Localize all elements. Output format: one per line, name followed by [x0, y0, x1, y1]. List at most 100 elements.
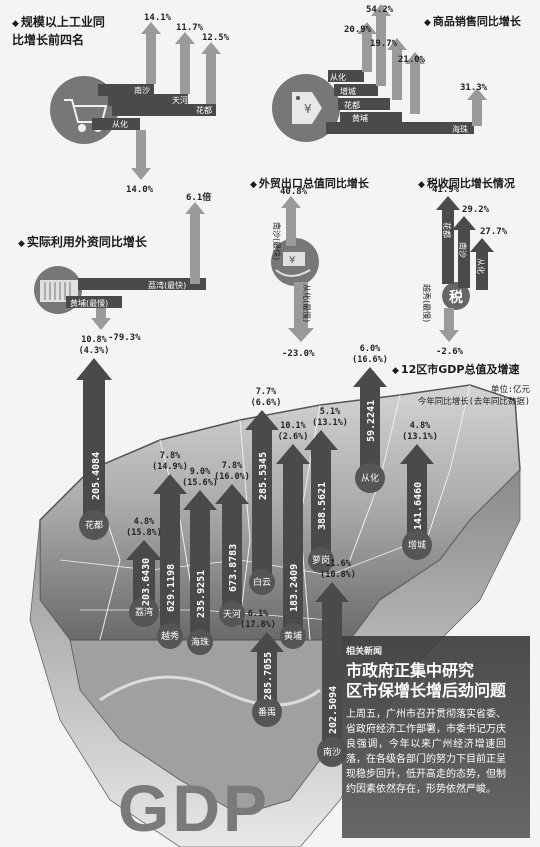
investment-district-2: 黄埔(最慢)	[70, 298, 108, 308]
gdp-value-luogang: 388.5621	[317, 482, 328, 530]
gdp-value-huangpu: 183.2409	[289, 564, 300, 612]
tax-value-4: -2.6%	[436, 347, 464, 357]
industrial-district-4: 从化	[112, 119, 128, 129]
gdp-unit-line1: 单位:亿元	[490, 385, 530, 395]
related-news: 相关新闻 市政府正集中研究 区市保增长增后劲问题 上周五，广州市召开贯彻落实省委…	[346, 644, 506, 797]
gdp-units: 单位:亿元 今年同比增长(去年同比数据)	[398, 384, 530, 408]
tax-icon: 税	[449, 289, 463, 306]
gdp-name-nansha: 南沙	[323, 746, 341, 758]
gdp-value-huadu: 205.4084	[91, 452, 102, 500]
gdp-prev-zengcheng: (13.1%)	[402, 432, 438, 442]
news-headline: 市政府正集中研究 区市保增长增后劲问题	[346, 661, 506, 701]
gdp-value-nansha: 202.5094	[328, 686, 339, 734]
gdp-value-conghua: 59.2241	[366, 400, 377, 442]
svg-text:¥: ¥	[304, 102, 312, 116]
gdp-value-baiyun: 285.5345	[258, 452, 269, 500]
investment-title: ◆实际利用外资同比增长	[18, 235, 147, 249]
gdp-name-zengcheng: 增城	[408, 539, 426, 551]
gdp-name-conghua: 从化	[361, 472, 379, 484]
gdp-prev-liwan: (15.8%)	[126, 528, 162, 538]
gdp-value-liwan: 203.6430	[141, 558, 152, 606]
investment-panel-art	[34, 202, 206, 330]
gdp-name-panyu: 番禺	[258, 706, 276, 718]
investment-value-2: -79.3%	[108, 333, 141, 343]
gdp-value-zengcheng: 141.6460	[413, 482, 424, 530]
news-body: 上周五，广州市召开贯彻落实省委、省政府经济工作部署，市委书记万庆良强调，今年以来…	[346, 709, 506, 795]
gdp-growth-tianhe: 7.8%	[222, 461, 243, 471]
svg-text:¥: ¥	[289, 255, 295, 266]
gdp-prev-baiyun: (6.6%)	[251, 398, 282, 408]
sales-district-2: 增城	[340, 86, 356, 96]
trade-title: ◆外贸出口总值同比增长	[250, 177, 369, 190]
gdp-growth-liwan: 4.8%	[134, 517, 155, 527]
tax-district-2: 南沙	[458, 242, 468, 258]
gdp-growth-yuexiu: 7.8%	[160, 451, 181, 461]
gdp-growth-panyu: 6.1%	[248, 609, 269, 619]
trade-value-1: 40.8%	[280, 187, 308, 197]
industrial-value-3: 12.5%	[202, 33, 230, 43]
gdp-name-huadu: 花都	[85, 519, 103, 531]
news-headline-line2: 区市保增长增后劲问题	[346, 681, 507, 700]
tax-value-3: 27.7%	[480, 227, 508, 237]
investment-value-1: 6.1倍	[186, 191, 211, 203]
sales-value-1: 20.9%	[344, 25, 372, 35]
gdp-prev-yuexiu: (14.9%)	[152, 462, 188, 472]
sales-district-4: 黄埔	[352, 113, 368, 123]
sales-district-3: 花都	[344, 100, 360, 110]
gdp-prev-panyu: (17.8%)	[240, 620, 276, 630]
gdp-growth-zengcheng: 4.8%	[410, 421, 431, 431]
sales-value-5: 31.3%	[460, 83, 488, 93]
gdp-name-liwan: 荔湾	[135, 606, 153, 618]
industrial-title-line2: 比增长前四名	[12, 33, 85, 47]
gdp-name-huangpu: 黄埔	[284, 630, 302, 642]
gdp-name-tianhe: 天河	[223, 608, 241, 620]
industrial-title-line1: 规模以上工业同	[20, 15, 105, 29]
gdp-prev-huadu: (4.3%)	[79, 346, 110, 356]
gdp-growth-nansha: 11.6%	[325, 559, 351, 569]
tax-district-1: 花都	[442, 222, 452, 238]
sales-title: ◆商品销售同比增长	[424, 15, 521, 28]
sales-value-3: 19.7%	[370, 39, 398, 49]
gdp-value-tianhe: 673.8783	[228, 544, 239, 592]
gdp-growth-baiyun: 7.7%	[256, 387, 277, 397]
industrial-district-3: 花都	[196, 105, 212, 115]
investment-district-1: 荔湾(最快)	[148, 280, 186, 290]
tax-title: ◆税收同比增长情况	[418, 177, 515, 190]
gdp-growth-huangpu: 10.1%	[280, 421, 306, 431]
industrial-value-2: 11.7%	[176, 23, 204, 33]
gdp-title-text: 12区市GDP总值及增速	[400, 363, 520, 376]
gdp-watermark: GDP	[118, 771, 271, 845]
gdp-prev-huangpu: (2.6%)	[278, 432, 309, 442]
gdp-name-luogang: 萝岗	[312, 555, 330, 566]
tax-value-2: 29.2%	[462, 205, 490, 215]
money-hand-icon: ¥	[275, 252, 311, 277]
sales-title-text: 商品销售同比增长	[432, 15, 521, 28]
industrial-title: ◆规模以上工业同 比增长前四名	[12, 15, 105, 47]
tax-panel-art	[436, 196, 494, 342]
news-panel-bg	[342, 636, 530, 838]
gdp-name-yuexiu: 越秀	[161, 630, 179, 642]
gdp-value-panyu: 285.7055	[263, 652, 274, 700]
sales-value-4: 21.0%	[398, 55, 426, 65]
sales-value-2: 54.2%	[366, 5, 394, 15]
tax-title-text: 税收同比增长情况	[426, 177, 515, 190]
trade-district-1: 南沙(最快)	[272, 222, 282, 260]
gdp-value-haizhu: 235.9251	[196, 570, 207, 618]
gdp-name-haizhu: 海珠	[191, 636, 209, 648]
industrial-district-1: 南沙	[134, 85, 150, 95]
gdp-growth-luogang: 5.1%	[320, 407, 341, 417]
price-tag-icon: ¥	[292, 92, 322, 124]
district-bubbles	[79, 463, 432, 767]
gdp-title: ◆12区市GDP总值及增速	[392, 363, 520, 376]
gdp-growth-conghua: 6.0%	[360, 344, 381, 354]
gdp-arrows	[76, 358, 434, 750]
trade-district-2: 从化(最慢)	[302, 284, 312, 322]
trade-value-2: -23.0%	[282, 349, 315, 359]
sales-district-1: 从化	[330, 72, 346, 82]
trade-title-text: 外贸出口总值同比增长	[258, 177, 369, 190]
gdp-name-baiyun: 白云	[253, 576, 271, 588]
gdp-prev-conghua: (16.6%)	[352, 355, 388, 365]
sales-district-5: 海珠	[452, 124, 468, 134]
